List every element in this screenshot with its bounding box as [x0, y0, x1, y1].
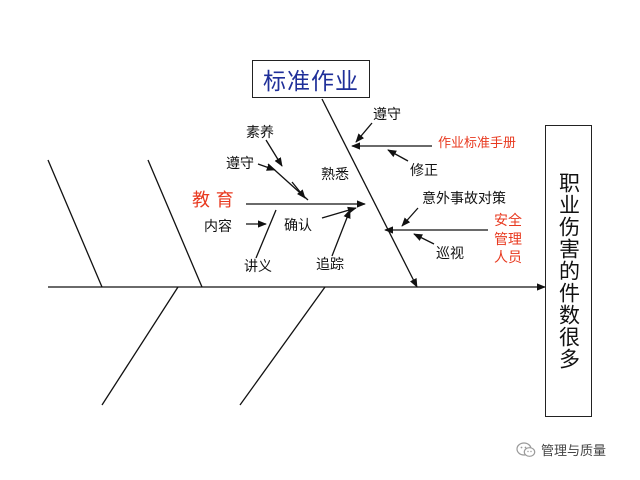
head-category-box: 标准作业: [252, 60, 370, 98]
cause-xiuzheng: 修正: [410, 163, 438, 179]
twig-xiuzheng: [387, 149, 409, 162]
head-category-label: 标准作业: [263, 69, 359, 95]
wechat-icon: [516, 441, 536, 457]
cause-suyang: 素养: [246, 125, 274, 141]
rib-upper-2: [147, 159, 203, 288]
cause-shuxi: 熟悉: [321, 167, 349, 183]
cause-yiwai: 意外事故对策: [422, 191, 506, 207]
cause-anquan-3: 人员: [494, 250, 522, 266]
twig-zhuizong: [331, 209, 351, 257]
cause-zunshou-left: 遵守: [226, 156, 254, 172]
twig-jiangyi: [255, 209, 277, 259]
twig-queren: [321, 206, 357, 219]
effect-box: 职业伤害的件数很多: [545, 125, 592, 417]
cause-neirong: 内容: [204, 219, 232, 235]
rib-upper-main: [321, 98, 418, 288]
cause-anquan-2: 管理: [494, 232, 522, 248]
watermark: 管理与质量: [516, 440, 606, 459]
cause-manual: 作业标准手册: [438, 136, 517, 151]
cause-zhuizong: 追踪: [316, 257, 344, 273]
cause-jiangyi: 讲义: [244, 259, 272, 275]
cause-anquan-1: 安全: [494, 213, 522, 229]
watermark-text: 管理与质量: [541, 444, 607, 459]
twig-shuxi-arrow: [291, 181, 306, 199]
rib-lower-2: [239, 286, 326, 406]
rib-upper-1: [47, 159, 103, 288]
cause-xunshi: 巡视: [436, 246, 464, 262]
twig-yiwai: [401, 207, 419, 227]
cause-jiaoyu: 教 育: [192, 190, 234, 211]
cause-queren: 确认: [284, 218, 312, 234]
twig-zunshou-top: [355, 122, 373, 143]
twig-suyang: [265, 139, 283, 167]
twig-zunshou-left: [257, 163, 276, 171]
rib-lower-1: [101, 286, 179, 406]
effect-label: 职业伤害的件数很多: [556, 172, 581, 370]
cause-zunshou-top: 遵守: [373, 107, 401, 123]
twig-xunshi: [413, 233, 435, 245]
